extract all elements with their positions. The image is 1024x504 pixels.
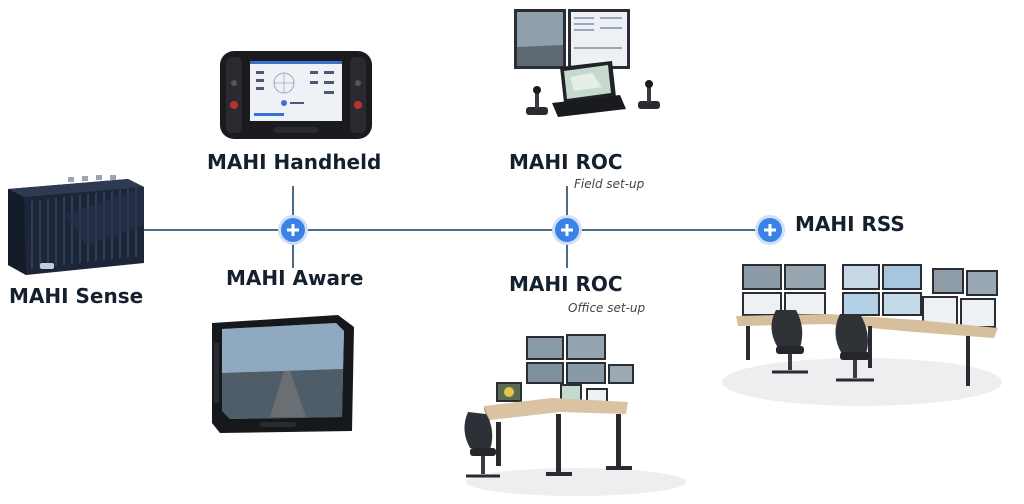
rss-label: MAHI RSS — [795, 212, 905, 236]
roc-field-setup-image — [514, 9, 660, 117]
roc-field-sublabel: Field set-up — [574, 177, 645, 191]
junction-node-rss — [758, 218, 782, 242]
junction-node-2 — [555, 218, 579, 242]
roc-office-setup-image — [464, 334, 686, 496]
aware-tablet-image — [212, 315, 354, 433]
roc-office-sublabel: Office set-up — [568, 301, 646, 315]
roc-office-label: MAHI ROC — [509, 272, 623, 296]
roc-field-label: MAHI ROC — [509, 150, 623, 174]
junction-node-1 — [281, 218, 305, 242]
plus-icon — [764, 224, 776, 236]
handheld-device-image — [220, 51, 372, 139]
rss-setup-image — [722, 264, 1002, 406]
sense-label: MAHI Sense — [9, 284, 144, 308]
plus-icon — [287, 224, 299, 236]
aware-label: MAHI Aware — [226, 266, 364, 290]
handheld-label: MAHI Handheld — [207, 150, 382, 174]
sense-device-image — [8, 175, 144, 275]
main-connector-line — [140, 229, 770, 231]
plus-icon — [561, 224, 573, 236]
